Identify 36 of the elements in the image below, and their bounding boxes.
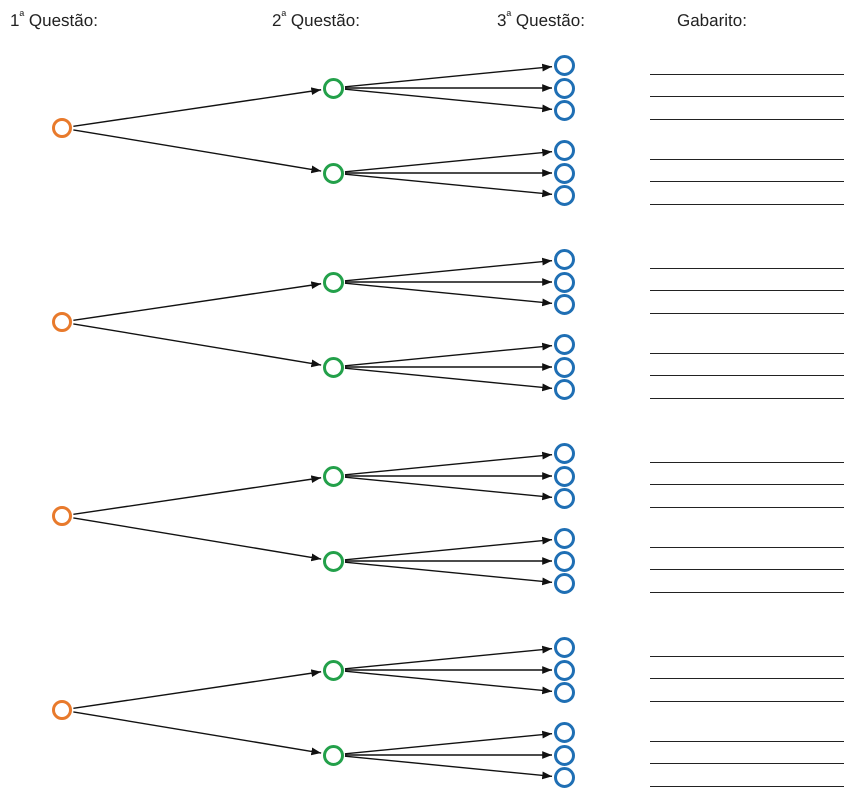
arrow [344,367,552,392]
arrow [73,281,322,322]
column-heading: 1$^{ª}$ Questão: [10,8,98,32]
arrow [344,730,552,755]
arrow [345,169,552,177]
arrow [344,476,552,500]
arrow [344,342,552,367]
arrow [344,452,552,476]
arrow [73,711,322,756]
arrow [73,517,322,562]
arrow [344,646,552,670]
arrow [344,282,552,306]
column-heading: Gabarito: [677,10,747,32]
arrow [345,363,552,371]
arrow [344,561,552,586]
arrow [344,258,552,282]
arrow [344,88,552,112]
arrow [345,666,552,674]
arrow [344,536,552,561]
arrow [73,475,322,516]
arrow [344,670,552,694]
arrow [344,755,552,780]
arrow [73,87,322,128]
arrow [73,323,322,368]
arrow [345,751,552,759]
arrow [345,278,552,286]
arrow [345,472,552,480]
arrow [344,148,552,173]
arrow [345,84,552,92]
arrow [73,669,322,710]
column-heading: 3$^{ª}$ Questão: [497,8,585,32]
column-heading: 2$^{ª}$ Questão: [272,8,360,32]
arrow [345,557,552,565]
arrow [344,173,552,198]
arrow [73,129,322,174]
arrow [344,64,552,88]
